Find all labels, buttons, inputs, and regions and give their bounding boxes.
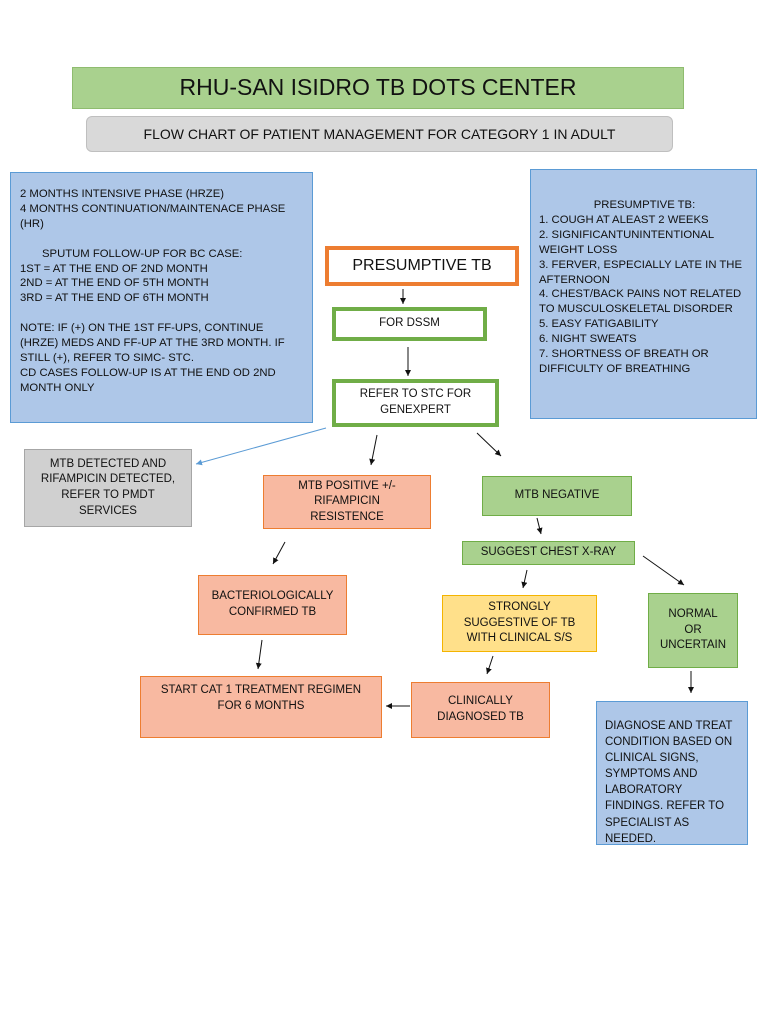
arrow-positive-to-bact xyxy=(272,541,286,565)
arrow-xray-to-suggestive xyxy=(521,569,528,589)
right-note-box: PRESUMPTIVE TB: 1. COUGH AT ALEAST 2 WEE… xyxy=(530,169,757,419)
follow-up-2: 2ND = AT THE END OF 5TH MONTH xyxy=(20,277,209,290)
arrow-genexpert-to-rif xyxy=(195,427,327,466)
symptom-item: 1. COUGH AT ALEAST 2 WEEKS xyxy=(539,213,709,226)
symptom-item: 6. NIGHT SWEATS xyxy=(539,333,637,346)
cd-note-text: CD CASES FOLLOW-UP IS AT THE END OD 2ND … xyxy=(20,366,276,394)
page-subtitle: FLOW CHART OF PATIENT MANAGEMENT FOR CAT… xyxy=(86,116,673,152)
node-mtb-negative: MTB NEGATIVE xyxy=(482,476,632,516)
node-clinically-diagnosed: CLINICALLY DIAGNOSED TB xyxy=(411,682,550,738)
phase-line-1: 2 MONTHS INTENSIVE PHASE (HRZE) xyxy=(20,188,224,200)
node-start-cat1: START CAT 1 TREATMENT REGIMEN FOR 6 MONT… xyxy=(140,676,382,738)
arrow-genexpert-to-positive xyxy=(369,434,378,466)
node-normal-uncertain: NORMAL OR UNCERTAIN xyxy=(648,593,738,668)
follow-up-1: 1ST = AT THE END OF 2ND MONTH xyxy=(20,262,208,275)
node-diagnose-treat: DIAGNOSE AND TREAT CONDITION BASED ON CL… xyxy=(596,701,748,845)
arrow-negative-to-xray xyxy=(536,517,543,535)
node-mtb-positive: MTB POSITIVE +/- RIFAMPICIN RESISTENCE xyxy=(263,475,431,529)
node-mtb-rif-detected: MTB DETECTED AND RIFAMPICIN DETECTED, RE… xyxy=(24,449,192,527)
presumptive-heading: PRESUMPTIVE TB: xyxy=(593,199,696,211)
note-text: NOTE: IF (+) ON THE 1ST FF-UPS, CONTINUE… xyxy=(20,322,285,364)
node-bact-confirmed: BACTERIOLOGICALLY CONFIRMED TB xyxy=(198,575,347,635)
arrow-genexpert-to-negative xyxy=(476,432,502,457)
left-note-box: 2 MONTHS INTENSIVE PHASE (HRZE) 4 MONTHS… xyxy=(10,172,313,423)
arrow-xray-to-normal xyxy=(642,555,685,586)
symptom-item: 5. EASY FATIGABILITY xyxy=(539,318,659,331)
symptom-item: 3. FERVER, ESPECIALLY LATE IN THE AFTERN… xyxy=(539,258,743,286)
symptom-item: 7. SHORTNESS OF BREATH OR DIFFICULTY OF … xyxy=(539,348,709,375)
node-strongly-suggestive: STRONGLY SUGGESTIVE OF TB WITH CLINICAL … xyxy=(442,595,597,652)
node-presumptive-tb: PRESUMPTIVE TB xyxy=(325,246,519,286)
arrow-suggestive-to-clinical xyxy=(486,655,494,675)
page-title: RHU-SAN ISIDRO TB DOTS CENTER xyxy=(72,67,684,109)
node-chest-xray: SUGGEST CHEST X-RAY xyxy=(462,541,635,565)
symptom-item: 2. SIGNIFICANTUNINTENTIONAL WEIGHT LOSS xyxy=(539,228,714,256)
symptom-item: 4. CHEST/BACK PAINS NOT RELATED TO MUSCU… xyxy=(539,288,742,316)
sputum-heading: SPUTUM FOLLOW-UP FOR BC CASE: xyxy=(42,247,243,260)
node-for-dssm: FOR DSSM xyxy=(332,307,487,341)
phase-line-2: 4 MONTHS CONTINUATION/MAINTENACE PHASE (… xyxy=(20,202,286,230)
arrow-bact-to-start xyxy=(255,639,263,670)
node-genexpert: REFER TO STC FOR GENEXPERT xyxy=(332,379,499,427)
follow-up-3: 3RD = AT THE END OF 6TH MONTH xyxy=(20,292,209,305)
